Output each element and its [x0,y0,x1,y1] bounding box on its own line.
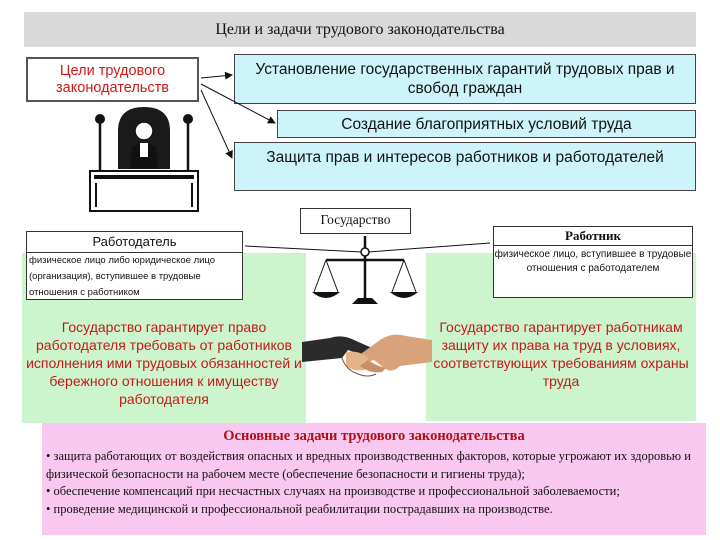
task-item: • проведение медицинской и профессиональ… [46,501,553,516]
employer-title: Работодатель [26,231,243,253]
worker-guarantee-text: Государство гарантирует работникам защит… [433,319,689,389]
goal-box-guarantees: Установление государственных гарантий тр… [234,54,696,104]
state-label: Государство [300,208,411,234]
tasks-panel [42,423,706,535]
judge-illustration [89,107,199,212]
employer-guarantee-text: Государство гарантирует право работодате… [26,319,302,407]
task-item: • обеспечение компенсаций при несчастных… [46,484,620,498]
page-title: Цели и задачи трудового законодательства [24,12,696,47]
worker-description: физическое лицо, вступившее в трудовые о… [493,245,693,298]
handshake-illustration [302,334,432,377]
goal-box-protection: Защита прав и интересов работников и раб… [234,142,696,191]
employer-description: физическое лицо либо юридическое лицо (о… [26,252,243,300]
task-item: • защита работающих от воздействия опасн… [46,449,691,481]
goal-box-conditions: Создание благоприятных условий труда [277,110,696,138]
tasks-list: • защита работающих от воздействия опасн… [46,448,702,518]
goals-label-box: Цели трудового законодательств [26,57,199,102]
tasks-title: Основные задачи трудового законодательст… [223,428,525,444]
